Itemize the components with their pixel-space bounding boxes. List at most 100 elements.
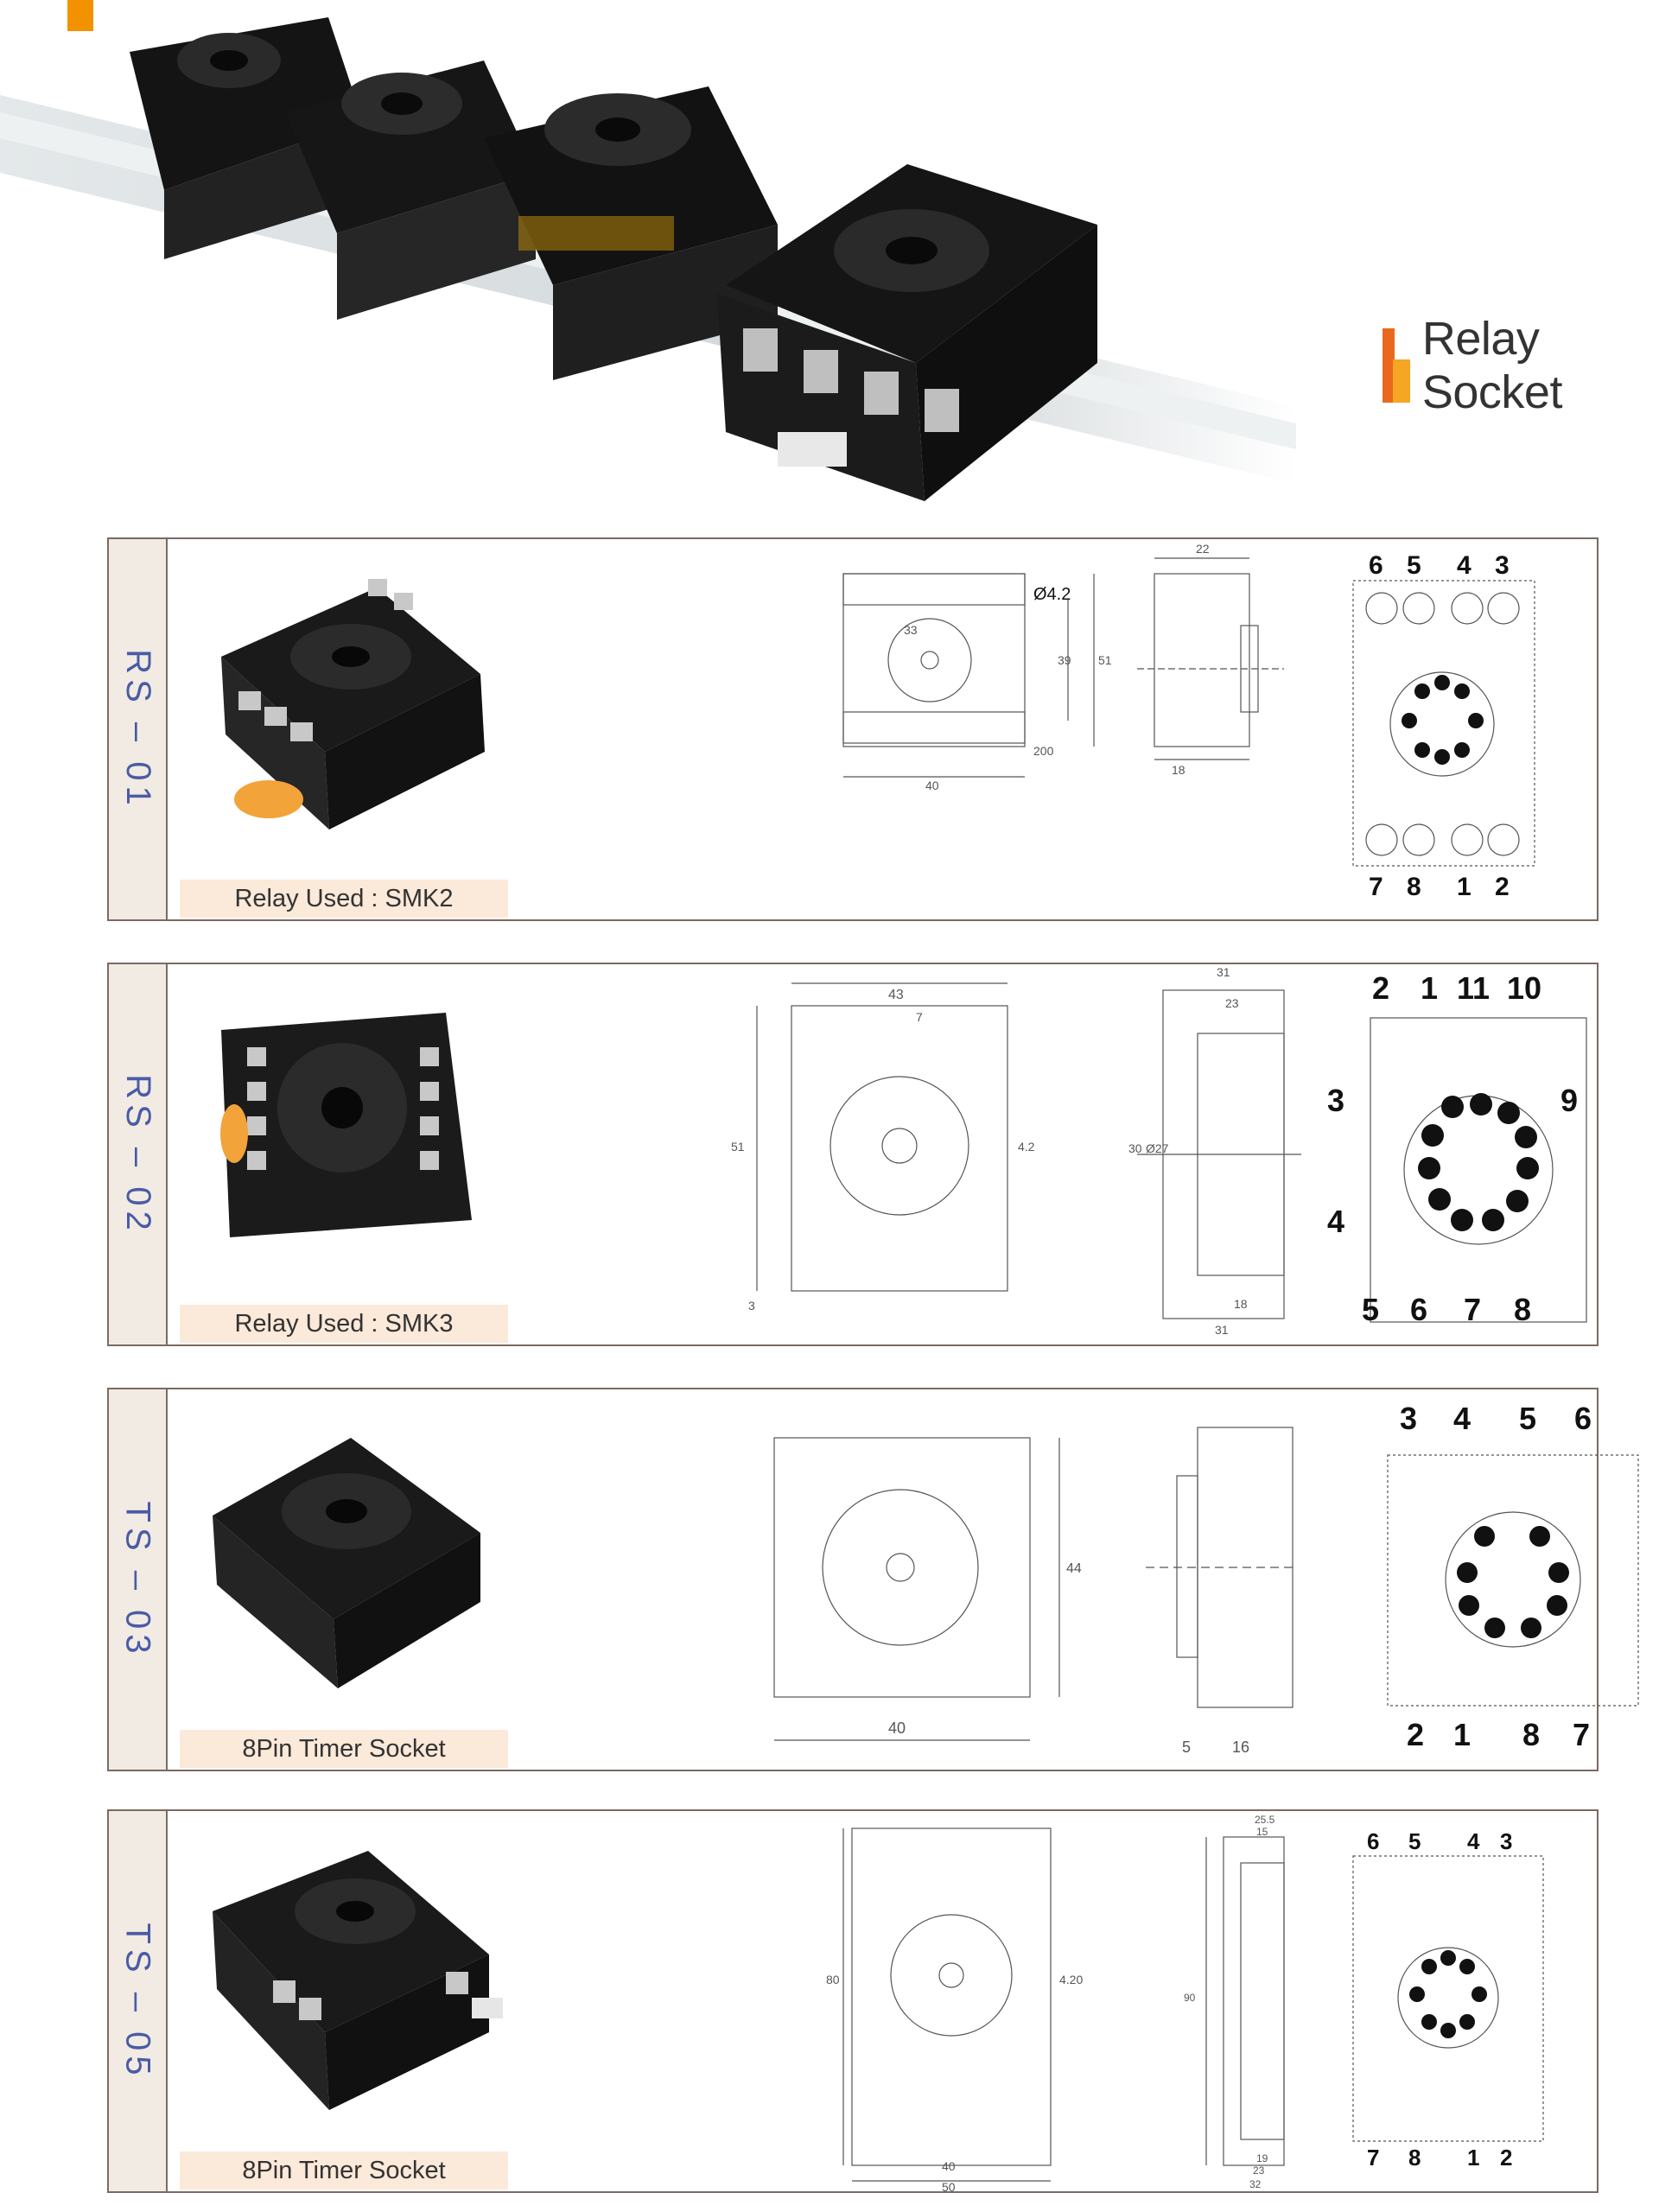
dim-text: 25.5 bbox=[1255, 1814, 1275, 1826]
pin-label: 4 bbox=[1457, 551, 1471, 580]
pin-label: 7 bbox=[1367, 2145, 1379, 2171]
dim-text: 16 bbox=[1232, 1738, 1249, 1756]
product-panel-ts-05: TS – 05 8Pin Timer Socket 80 4.20 40 50 bbox=[107, 1809, 1599, 2194]
dim-text: Ø27 bbox=[1146, 1141, 1169, 1155]
pin-label: 10 bbox=[1507, 970, 1541, 1006]
title-mark-icon bbox=[1382, 328, 1410, 403]
side-drawing: 25.5 15 90 19 23 32 bbox=[1184, 1814, 1285, 2190]
pin-label: 6 bbox=[1369, 551, 1383, 580]
dim-text: 31 bbox=[1215, 1323, 1229, 1337]
product-photo bbox=[213, 1851, 503, 2110]
model-side: TS – 05 bbox=[109, 1811, 168, 2191]
dim-text: Ø4.2 bbox=[1033, 585, 1071, 604]
pin-label: 6 bbox=[1367, 1828, 1379, 1854]
title-text: Relay Socket bbox=[1421, 313, 1563, 418]
caption: 8Pin Timer Socket bbox=[180, 1730, 508, 1768]
pin-label: 5 bbox=[1407, 551, 1421, 580]
pin-label: 4 bbox=[1453, 1401, 1471, 1436]
dim-text: 22 bbox=[1196, 542, 1210, 556]
dim-text: 50 bbox=[942, 2180, 956, 2194]
hero-banner: Relay Socket bbox=[0, 0, 1659, 527]
dim-text: 32 bbox=[1249, 2178, 1262, 2190]
caption: 8Pin Timer Socket bbox=[180, 2152, 508, 2190]
pin-diagram: 2 1 11 10 3 4 9 5 6 7 8 bbox=[1327, 970, 1587, 1327]
front-drawing: 80 4.20 40 50 bbox=[826, 1827, 1083, 2194]
caption: Relay Used : SMK2 bbox=[180, 880, 508, 918]
dim-text: 15 bbox=[1256, 1826, 1268, 1838]
pin-diagram: 3 4 5 6 2 1 8 7 bbox=[1387, 1401, 1639, 1752]
pin-label: 8 bbox=[1408, 2145, 1421, 2171]
dim-text: 40 bbox=[888, 1719, 906, 1737]
pin-label: 1 bbox=[1421, 970, 1438, 1006]
side-drawing: 31 23 30 Ø27 18 31 bbox=[1128, 965, 1301, 1337]
dim-text: 31 bbox=[1217, 965, 1230, 979]
side-drawing: 22 18 bbox=[1137, 542, 1284, 777]
dim-text: 18 bbox=[1234, 1297, 1248, 1311]
pin-label: 8 bbox=[1514, 1292, 1531, 1327]
dim-text: 23 bbox=[1253, 2164, 1265, 2177]
pin-diagram: 6 5 4 3 7 8 1 2 bbox=[1352, 551, 1535, 901]
pin-label: 1 bbox=[1467, 2145, 1479, 2171]
pin-label: 3 bbox=[1495, 551, 1510, 580]
dim-text: 80 bbox=[826, 1973, 840, 1986]
dim-text: 40 bbox=[942, 2159, 956, 2173]
dim-text: 90 bbox=[1184, 1992, 1196, 2004]
pin-diagram: 6 5 4 3 7 8 1 2 bbox=[1352, 1828, 1544, 2171]
dim-text: 19 bbox=[1256, 2152, 1268, 2164]
pin-label: 4 bbox=[1327, 1204, 1344, 1239]
pin-label: 6 bbox=[1410, 1292, 1427, 1327]
pin-label: 3 bbox=[1327, 1083, 1344, 1118]
dim-text: 43 bbox=[888, 988, 904, 1002]
pin-label: 8 bbox=[1522, 1717, 1540, 1752]
dim-text: 200 bbox=[1033, 744, 1054, 758]
dim-text: 18 bbox=[1172, 763, 1185, 777]
model-label: RS – 02 bbox=[118, 1073, 157, 1236]
front-drawing: 44 40 bbox=[773, 1437, 1082, 1741]
dim-text: 44 bbox=[1066, 1561, 1082, 1576]
model-side: TS – 03 bbox=[109, 1389, 168, 1770]
pin-label: 9 bbox=[1560, 1083, 1578, 1118]
product-photo bbox=[220, 1013, 472, 1237]
page-title: Relay Socket bbox=[1382, 313, 1659, 418]
pin-label: 5 bbox=[1362, 1292, 1379, 1327]
product-panel-rs-01: RS – 01 Relay Used : SMK2 33 Ø4.2 39 51 … bbox=[107, 537, 1599, 921]
pin-label: 4 bbox=[1467, 1828, 1480, 1854]
dim-text: 51 bbox=[731, 1140, 745, 1154]
front-drawing: 43 7 51 4.2 3 bbox=[731, 982, 1035, 1313]
dim-text: 51 bbox=[1098, 653, 1112, 667]
dim-text: 5 bbox=[1182, 1738, 1191, 1756]
dim-text: 23 bbox=[1225, 996, 1239, 1010]
pin-label: 8 bbox=[1407, 873, 1421, 901]
accent-bar bbox=[67, 0, 93, 31]
pin-label: 2 bbox=[1500, 2145, 1512, 2171]
model-side: RS – 01 bbox=[109, 539, 168, 919]
product-panel-rs-02: RS – 02 Relay Used : SMK3 43 7 51 4.2 3 bbox=[107, 963, 1599, 1346]
pin-label: 6 bbox=[1574, 1401, 1592, 1436]
caption: Relay Used : SMK3 bbox=[180, 1305, 508, 1343]
pin-label: 2 bbox=[1372, 970, 1389, 1006]
pin-label: 7 bbox=[1464, 1292, 1481, 1327]
model-label: TS – 05 bbox=[118, 1922, 157, 2081]
pin-label: 2 bbox=[1407, 1717, 1424, 1752]
product-photo bbox=[221, 579, 485, 830]
dim-text: 40 bbox=[925, 779, 939, 792]
model-label: TS – 03 bbox=[118, 1500, 157, 1659]
front-drawing: 33 Ø4.2 39 51 200 40 bbox=[842, 573, 1112, 792]
pin-label: 5 bbox=[1408, 1828, 1421, 1854]
dim-text: 4.2 bbox=[1018, 1140, 1035, 1154]
pin-label: 11 bbox=[1457, 970, 1490, 1006]
dim-text: 3 bbox=[748, 1299, 755, 1313]
pin-label: 2 bbox=[1495, 873, 1510, 901]
pin-label: 1 bbox=[1457, 873, 1471, 901]
dim-text: 39 bbox=[1058, 653, 1071, 667]
pin-label: 1 bbox=[1453, 1717, 1471, 1752]
hero-photo bbox=[0, 17, 1296, 501]
pin-label: 3 bbox=[1500, 1828, 1512, 1854]
dim-text: 30 bbox=[1128, 1141, 1142, 1155]
product-panel-ts-03: TS – 03 8Pin Timer Socket 44 40 5 16 bbox=[107, 1388, 1639, 1771]
side-drawing: 5 16 bbox=[1146, 1427, 1294, 1756]
model-side: RS – 02 bbox=[109, 964, 168, 1344]
dim-text: 33 bbox=[904, 623, 918, 637]
pin-label: 7 bbox=[1369, 873, 1383, 901]
pin-label: 3 bbox=[1400, 1401, 1417, 1436]
